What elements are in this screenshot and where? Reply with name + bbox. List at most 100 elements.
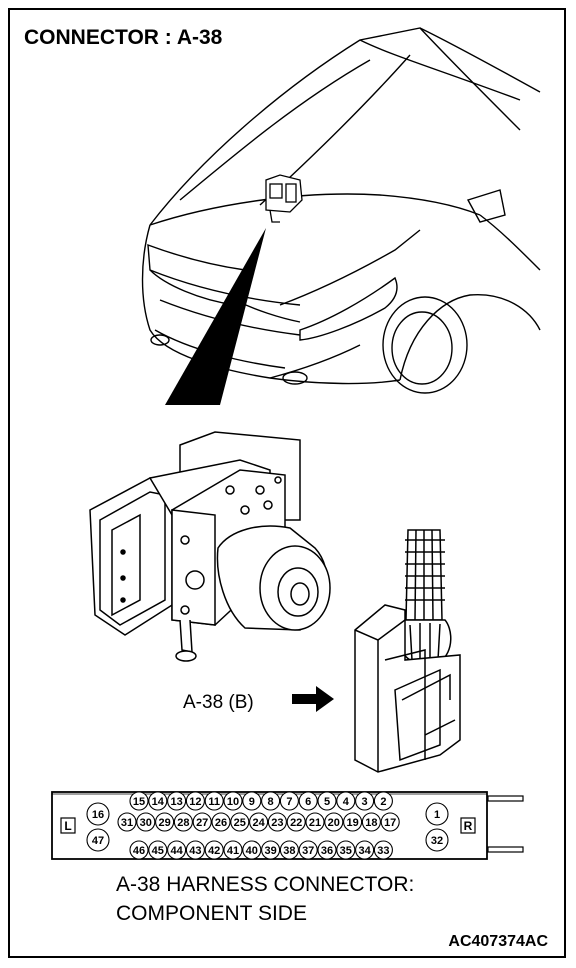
pin-number: 3	[362, 796, 368, 808]
pin-circle	[305, 812, 325, 832]
pin-circle	[204, 791, 224, 811]
pin-circle	[355, 840, 375, 860]
pin-circle	[148, 791, 168, 811]
pin-number: 18	[365, 817, 377, 829]
pin-23: 23	[267, 812, 287, 832]
pin-22: 22	[286, 812, 306, 832]
abs-unit-illustration	[89, 431, 331, 662]
pin-circle	[355, 791, 375, 811]
pin-46: 46	[129, 840, 149, 860]
pin-number: 22	[290, 817, 302, 829]
pin-circle	[185, 791, 205, 811]
pin-circle	[155, 812, 175, 832]
caption-line-1: A-38 HARNESS CONNECTOR:	[116, 873, 414, 896]
pin-number: 20	[328, 817, 340, 829]
pin-circle	[336, 791, 356, 811]
pin-circle	[136, 812, 156, 832]
pin-circle	[242, 791, 262, 811]
pin-number: 13	[170, 796, 182, 808]
pin-number: 39	[264, 845, 276, 857]
pin-13: 13	[167, 791, 187, 811]
pin-2: 2	[373, 791, 393, 811]
pin-circle	[298, 791, 318, 811]
pin-circle	[242, 840, 262, 860]
pin-21: 21	[305, 812, 325, 832]
caption-line-2: COMPONENT SIDE	[116, 902, 307, 925]
pin-5: 5	[317, 791, 337, 811]
pin-circle	[173, 812, 193, 832]
pin-4: 4	[336, 791, 356, 811]
pin-33: 33	[373, 840, 393, 860]
pin-1: 1	[425, 802, 449, 826]
diagram-title: CONNECTOR : A-38	[24, 26, 223, 49]
pin-12: 12	[185, 791, 205, 811]
car-illustration	[141, 27, 541, 394]
pin-circle	[298, 840, 318, 860]
pin-number: 38	[283, 845, 295, 857]
pin-number: 40	[246, 845, 258, 857]
pin-36: 36	[317, 840, 337, 860]
pin-circle	[380, 812, 400, 832]
pin-18: 18	[361, 812, 381, 832]
pin-11: 11	[204, 791, 224, 811]
pin-number: 7	[286, 796, 292, 808]
pin-circle	[223, 791, 243, 811]
pin-number: 43	[189, 845, 201, 857]
pin-35: 35	[336, 840, 356, 860]
pin-circle	[425, 828, 449, 852]
pin-circle	[324, 812, 344, 832]
pin-29: 29	[155, 812, 175, 832]
pin-47: 47	[86, 828, 110, 852]
pin-number: 6	[305, 796, 311, 808]
harness-connector-illustration	[354, 529, 461, 773]
pin-32: 32	[425, 828, 449, 852]
pin-number: 9	[249, 796, 255, 808]
pin-number: 10	[227, 796, 239, 808]
pin-39: 39	[261, 840, 281, 860]
pin-number: 8	[268, 796, 274, 808]
pin-number: 30	[140, 817, 152, 829]
pin-25: 25	[230, 812, 250, 832]
pin-31: 31	[117, 812, 137, 832]
side-label-right: R	[464, 819, 473, 833]
pin-number: 21	[309, 817, 321, 829]
pin-number: 29	[158, 817, 170, 829]
callout-pointer	[165, 228, 266, 405]
pin-circle	[343, 812, 363, 832]
pin-circle	[336, 840, 356, 860]
pin-number: 1	[434, 809, 440, 821]
pin-30: 30	[136, 812, 156, 832]
connector-label: A-38 (B)	[183, 692, 254, 713]
pin-44: 44	[167, 840, 187, 860]
pin-number: 34	[358, 845, 371, 857]
pin-15: 15	[129, 791, 149, 811]
pin-14: 14	[148, 791, 168, 811]
pin-43: 43	[185, 840, 205, 860]
pin-26: 26	[211, 812, 231, 832]
pin-number: 46	[133, 845, 145, 857]
pin-number: 28	[177, 817, 189, 829]
pin-circle	[361, 812, 381, 832]
pin-40: 40	[242, 840, 262, 860]
pin-circle	[167, 840, 187, 860]
pin-circle	[373, 791, 393, 811]
pin-number: 35	[340, 845, 352, 857]
pin-circle	[249, 812, 269, 832]
arrow-icon	[292, 686, 334, 712]
pin-circle	[267, 812, 287, 832]
pin-circle	[86, 802, 110, 826]
pin-circle	[117, 812, 137, 832]
pin-circle	[425, 802, 449, 826]
pin-circle	[286, 812, 306, 832]
pin-circle	[167, 791, 187, 811]
pin-circle	[317, 840, 337, 860]
pin-number: 5	[324, 796, 330, 808]
pin-number: 25	[234, 817, 246, 829]
pin-circle	[230, 812, 250, 832]
figure-code: AC407374AC	[448, 933, 548, 950]
pin-circle	[148, 840, 168, 860]
pin-41: 41	[223, 840, 243, 860]
pin-number: 27	[196, 817, 208, 829]
